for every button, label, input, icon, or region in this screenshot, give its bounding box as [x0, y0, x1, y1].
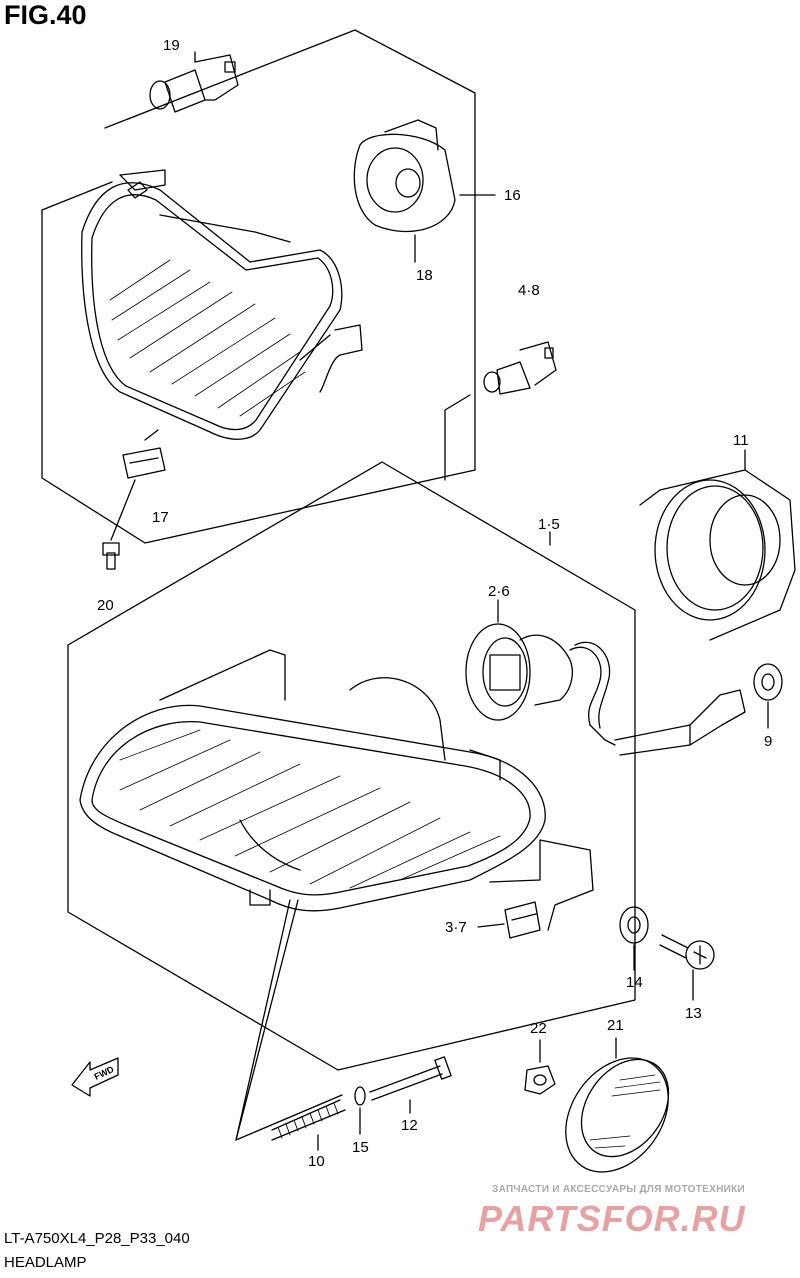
lower-headlamp-housing — [79, 649, 594, 931]
callout-13: 13 — [685, 1005, 702, 1022]
bolt-part-20 — [102, 479, 136, 570]
diagram-name: HEADLAMP — [4, 1254, 87, 1271]
bulb-part-19 — [149, 51, 239, 113]
watermark-tagline: ЗАПЧАСТИ И АКСЕССУАРЫ ДЛЯ МОТОТЕХНИКИ — [492, 1184, 745, 1195]
reflector-part-21 — [565, 1037, 670, 1173]
callout-15: 15 — [352, 1139, 369, 1156]
callout-17: 17 — [152, 509, 169, 526]
socket-cover-part-16 — [353, 119, 476, 263]
grommet-part-9 — [753, 663, 783, 729]
callout-20: 20 — [97, 597, 114, 614]
callout-18: 18 — [416, 267, 433, 284]
callout-12: 12 — [401, 1117, 418, 1134]
upper-headlamp-housing — [81, 169, 363, 440]
callout-2-6: 2·6 — [488, 583, 510, 600]
callout-3-7: 3·7 — [445, 919, 467, 936]
grommet-part-14 — [619, 906, 649, 971]
callout-9: 9 — [764, 733, 772, 750]
callout-22: 22 — [530, 1020, 547, 1037]
fwd-arrow-icon: FWD — [71, 1057, 119, 1097]
diagram-code: LT-A750XL4_P28_P33_040 — [4, 1230, 190, 1247]
lower-assembly-frame — [67, 461, 636, 1071]
figure-title: FIG.40 — [4, 0, 87, 30]
upper-assembly-frame — [41, 29, 496, 544]
spring-part-10 — [271, 1099, 346, 1151]
bulb-part-4-8 — [444, 341, 557, 481]
callout-11: 11 — [733, 432, 749, 449]
callout-10: 10 — [308, 1153, 325, 1170]
callout-labels: 19 16 18 4·8 11 17 1·5 2·6 20 9 3·7 14 1… — [97, 37, 772, 1170]
clip-part-3-7 — [477, 901, 541, 939]
adjusting-screw-part-12 — [369, 1056, 452, 1114]
callout-4-8: 4·8 — [518, 282, 540, 299]
screw-part-13 — [659, 934, 715, 1001]
nut-part-22 — [524, 1039, 556, 1095]
callout-19: 19 — [163, 37, 180, 54]
callout-14: 14 — [626, 974, 643, 991]
ring-part-11 — [639, 449, 796, 641]
socket-wire-part-2-6 — [465, 599, 746, 756]
washer-part-15 — [354, 1086, 366, 1135]
callout-16: 16 — [504, 187, 521, 204]
clip-part-17 — [122, 429, 166, 479]
callout-21: 21 — [607, 1017, 624, 1034]
callout-1-5: 1·5 — [538, 516, 560, 533]
watermark-logo: PARTSFOR.RU — [478, 1198, 746, 1239]
pointer-lines — [235, 899, 343, 1141]
